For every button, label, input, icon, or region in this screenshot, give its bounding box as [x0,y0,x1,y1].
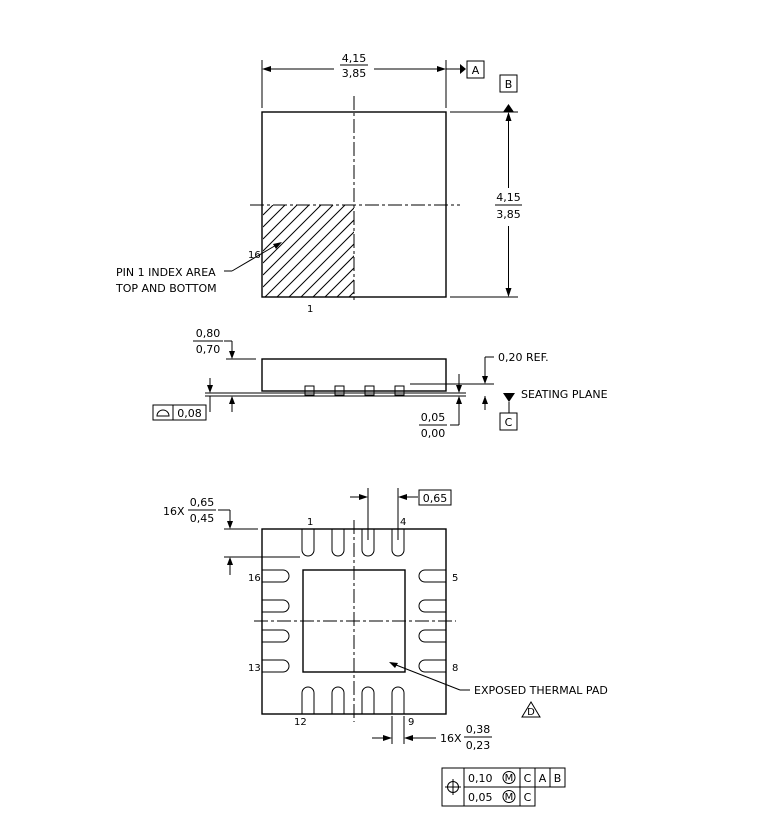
fcf-row2-d1: C [524,791,532,804]
note-d: D [527,707,535,718]
coplanarity-box [172,404,207,421]
datum-a-box [466,60,485,79]
top-width-max: 4,15 [342,52,367,65]
datum-b-box [499,74,518,93]
note-d-triangle [521,701,541,718]
top-width-min: 3,85 [342,67,367,80]
pitch-value: 0,65 [423,492,448,505]
feature-control-frame: 0,10 M C A B 0,05 M C [441,767,566,807]
pin-16-label: 16 [248,573,261,584]
pin-12-label: 12 [294,717,307,728]
pin1-hatch [263,205,354,297]
side-view: 0,80 0,70 0,08 0,20 REF. 0,05 [152,327,608,440]
pin-8-label: 8 [452,663,458,674]
pin-4-label: 4 [400,517,406,528]
bottom-view: 1 4 5 8 9 12 13 16 16X 0,65 0,45 0,65 [163,488,608,752]
profile-icon [156,409,170,417]
pin-1-label: 1 [307,517,313,528]
mmc-icon [502,771,516,784]
fcf-row2-tol: 0,05 [468,791,493,804]
top-view: 4,15 3,85 A B 4,15 3,85 16 1 PIN 1 INDEX… [115,52,522,315]
lead-width-prefix: 16X [440,732,462,745]
pin16-top-label: 16 [248,250,261,261]
fcf-row1-mod: M [505,773,514,784]
pin-5-label: 5 [452,573,458,584]
pin-13-label: 13 [248,663,261,674]
pin-9-label: 9 [408,717,414,728]
lead-width-max: 0,38 [466,723,491,736]
top-height-min: 3,85 [496,208,521,221]
pitch-box [418,489,452,506]
fcf-row1-tol: 0,10 [468,772,493,785]
fcf-row1-d3: B [554,772,562,785]
mmc-icon [502,790,516,803]
datum-c: C [505,416,513,429]
top-height-max: 4,15 [496,191,521,204]
lead-length-prefix: 16X [163,505,185,518]
fcf-row1-d1: C [524,772,532,785]
datum-c-box [499,412,518,431]
thickness-max: 0,80 [196,327,221,340]
standoff-min: 0,00 [421,427,446,440]
fcf-row2-mod: M [505,792,514,803]
pin1-label-line2: TOP AND BOTTOM [115,282,217,295]
standoff-max: 0,05 [421,411,446,424]
datum-a: A [472,64,480,77]
datum-b: B [505,78,513,91]
lead-length-max: 0,65 [190,496,215,509]
pin1-top-label: 1 [307,304,313,315]
thermal-pad-label: EXPOSED THERMAL PAD [474,684,608,697]
ref-label: 0,20 REF. [498,351,549,364]
fcf-row1-d2: A [539,772,547,785]
seating-plane-label: SEATING PLANE [521,388,608,401]
thickness-min: 0,70 [196,343,221,356]
coplanarity: 0,08 [177,407,202,420]
lead-length-min: 0,45 [190,512,215,525]
side-view-body [261,358,447,392]
pin1-label-line1: PIN 1 INDEX AREA [116,266,216,279]
lead-width-min: 0,23 [466,739,491,752]
